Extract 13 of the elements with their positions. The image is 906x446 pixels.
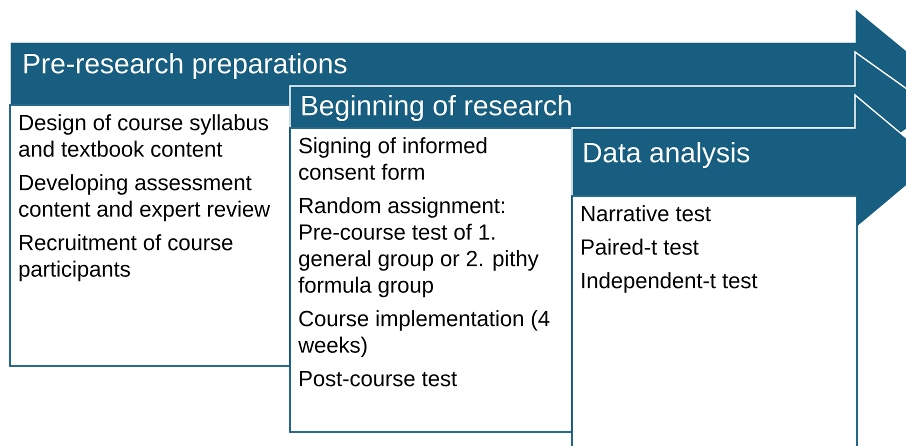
list-item: Post-course test (300, 371, 457, 386)
list-item: Design of course syllabus and textbook content (19, 114, 268, 157)
list-box (571, 195, 858, 446)
list-item: Recruitment of course participants (20, 234, 232, 282)
list-item: Course implementation (4 weeks) (298, 310, 550, 358)
list-item: Paired-t test (582, 238, 699, 255)
list-item: Random assignment: Pre-course test of 1. general group or 2. pithy formula group (298, 197, 539, 298)
list-item: Signing of informed consent form (299, 137, 486, 180)
list-item: Independent-t test (582, 272, 758, 293)
list-box (9, 104, 291, 367)
list-box (289, 127, 573, 433)
list-item: Narrative test (582, 205, 711, 222)
list-item: Developing assessment content and expert review (19, 174, 270, 222)
